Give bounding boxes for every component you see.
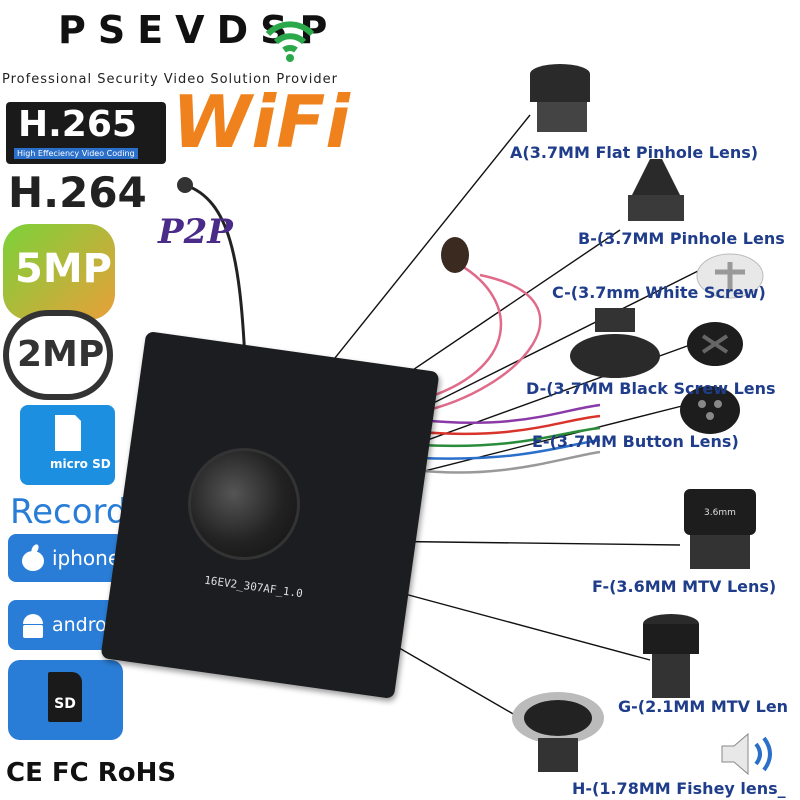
brand-tagline: Professional Security Video Solution Pro… [2, 72, 338, 87]
sd-card-icon: SD [48, 672, 82, 722]
certifications: CE FC RoHS [6, 758, 177, 788]
speaker-icon [721, 732, 772, 776]
microsd-badge: micro SD [20, 405, 115, 485]
p2p-logo: P2P [158, 212, 233, 252]
lens-label-h: H-(1.78MM Fishey lens_ [572, 779, 786, 798]
lens-g-image [643, 614, 699, 698]
microsd-text: micro SD [50, 457, 111, 471]
lens-label-c: C-(3.7mm White Screw) [552, 283, 766, 302]
lens-label-a: A(3.7MM Flat Pinhole Lens) [510, 143, 759, 162]
lens-label-b: B-(3.7MM Pinhole Lens [578, 229, 785, 248]
lens-b-image [628, 159, 684, 221]
board-chip-label: 16EV2_307AF_1.0 [203, 573, 304, 601]
wifi-logo: WiFi [172, 80, 350, 164]
lens-c-image [696, 253, 764, 299]
lens-a-image [530, 64, 590, 132]
lens-e-image [680, 386, 740, 434]
lens-label-e: E-(3.7MM Button Lens) [532, 432, 739, 451]
2mp-badge: 2MP [3, 310, 113, 400]
5mp-text: 5MP [15, 246, 112, 292]
wifi-signal-icon [265, 21, 315, 62]
lens-f-image: 3.6mm [684, 489, 756, 569]
lens-label-g: G-(2.1MM MTV Len [618, 697, 789, 716]
h265-text: H.265 [18, 104, 137, 145]
5mp-badge: 5MP [3, 224, 115, 320]
lens-label-f: F-(3.6MM MTV Lens) [592, 577, 777, 596]
iphone-text: iphone [52, 546, 121, 570]
sd-badge: SD [8, 660, 123, 740]
board-lens [188, 448, 300, 560]
svg-text:3.6mm: 3.6mm [704, 508, 736, 518]
h264-badge: H.264 [8, 168, 147, 217]
lens-d2-image [687, 322, 743, 366]
lens-d-image [570, 308, 660, 378]
h265-badge: H.265 High Effeciency Video Coding [6, 102, 166, 164]
android-icon [23, 614, 43, 638]
lens-label-d: D-(3.7MM Black Screw Lens [526, 379, 776, 398]
h265-subtext: High Effeciency Video Coding [14, 148, 138, 159]
2mp-text: 2MP [17, 334, 105, 375]
sd-card-icon [55, 415, 81, 451]
lens-h-image [512, 692, 604, 772]
record-label: Record [10, 492, 128, 532]
apple-icon [22, 544, 44, 571]
brand-name: PSEVDSP [58, 8, 340, 52]
iphone-badge: iphone [8, 534, 124, 582]
